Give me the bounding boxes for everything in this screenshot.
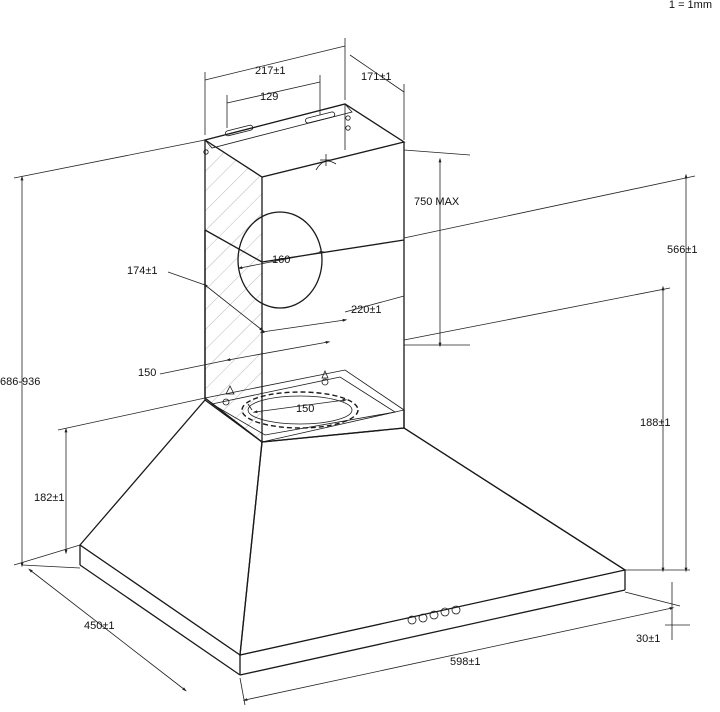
label-chimney-depth: 171±1 (361, 71, 392, 83)
label-bracket-spacing: 129 (260, 91, 278, 103)
scale-note: 1 = 1mm (669, 0, 712, 11)
label-inner-height: 188±1 (640, 417, 671, 429)
control-buttons (407, 605, 461, 625)
canopy (79, 399, 627, 676)
label-extension-max: 750 MAX (414, 196, 460, 208)
label-depth: 450±1 (84, 620, 115, 632)
label-duct-diameter: 160 (272, 254, 290, 266)
label-rim-height: 30±1 (636, 633, 660, 645)
label-overall-height: 686-936 (0, 376, 40, 388)
dimension-lines (13, 38, 696, 706)
label-upper-height: 566±1 (667, 244, 698, 256)
dimension-labels: 217±1 171±1 129 750 MAX 566±1 160 174±1 … (0, 65, 698, 668)
label-canopy-height: 182±1 (34, 492, 65, 504)
label-lower-offset: 150 (138, 367, 156, 379)
label-outlet-diameter: 150 (296, 403, 314, 415)
label-rear-offset: 220±1 (351, 304, 382, 316)
label-width: 598±1 (450, 656, 481, 668)
outlet-ring (241, 391, 359, 429)
wall-bracket (204, 103, 353, 149)
label-side-offset: 174±1 (127, 265, 158, 277)
label-chimney-width: 217±1 (255, 65, 286, 77)
